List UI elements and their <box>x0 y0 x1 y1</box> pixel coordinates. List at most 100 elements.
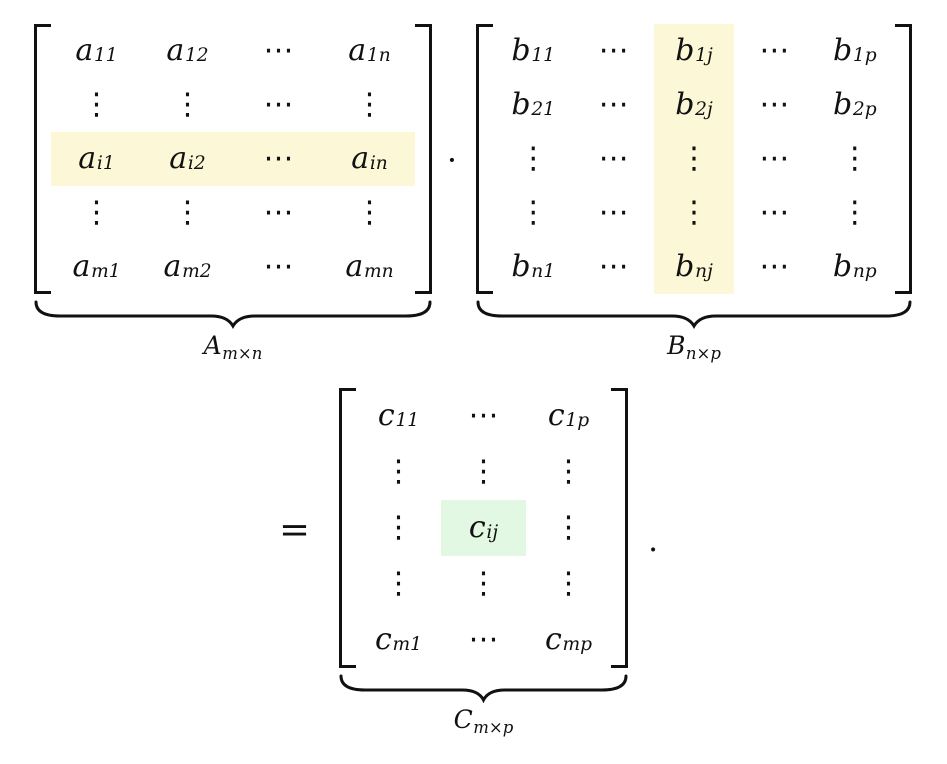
cell-subscript: n1 <box>531 260 556 282</box>
cell-matrix_a-r4-c2: ⋯ <box>233 240 324 294</box>
cell-base: ⋯ <box>759 33 790 68</box>
cell-base: ⋮ <box>383 566 414 601</box>
cell-base: b <box>675 33 695 68</box>
matrix-b-label-base: B <box>667 331 686 360</box>
cell-subscript: nj <box>695 260 713 282</box>
cell-matrix_b-r2-c2: ⋮ <box>653 132 735 186</box>
cell-matrix_a-r3-c3: ⋮ <box>324 186 415 240</box>
right-bracket <box>895 24 912 294</box>
cell-subscript: 2j <box>695 98 713 120</box>
equals-sign: = <box>279 508 311 551</box>
cell-base: ⋮ <box>839 195 870 230</box>
cell-base: ⋮ <box>468 454 499 489</box>
cell-base: a <box>351 141 370 176</box>
cell-base: ⋯ <box>759 195 790 230</box>
cell-base: ⋮ <box>678 141 709 176</box>
cell-subscript: m2 <box>182 260 212 282</box>
cell-matrix_b-r3-c4: ⋮ <box>815 186 895 240</box>
cell-matrix_c-r1-c1: ⋮ <box>441 444 526 500</box>
cell-subscript: 1j <box>695 44 713 66</box>
cell-matrix_a-r3-c1: ⋮ <box>142 186 233 240</box>
cell-base: ⋮ <box>81 87 112 122</box>
cell-matrix_b-r0-c3: ⋯ <box>734 24 814 78</box>
cell-base: b <box>675 249 695 284</box>
multiplication-dot: · <box>446 141 458 179</box>
cell-subscript: m1 <box>91 260 121 282</box>
matrix-b-label-subscript: n×p <box>685 343 721 363</box>
cell-base: ⋯ <box>263 141 294 176</box>
cell-matrix_c-r3-c2: ⋮ <box>526 556 611 612</box>
cell-matrix_b-r3-c0: ⋮ <box>493 186 573 240</box>
cell-base: ⋯ <box>263 249 294 284</box>
cell-matrix_b-r2-c4: ⋮ <box>815 132 895 186</box>
matrix-c-label-base: C <box>453 705 473 734</box>
cell-matrix_a-r1-c1: ⋮ <box>142 78 233 132</box>
cell-matrix_b-r4-c3: ⋯ <box>734 240 814 294</box>
cell-matrix_b-r4-c1: ⋯ <box>573 240 653 294</box>
cell-base: c <box>377 398 395 433</box>
cell-base: ⋮ <box>172 195 203 230</box>
cell-matrix_a-r1-c0: ⋮ <box>51 78 142 132</box>
cell-base: ⋮ <box>172 87 203 122</box>
cell-matrix_c-r2-c2: ⋮ <box>526 500 611 556</box>
cell-matrix_c-r4-c1: ⋯ <box>441 612 526 668</box>
cell-base: b <box>511 33 531 68</box>
cell-base: ⋯ <box>598 87 629 122</box>
cell-matrix_c-r1-c2: ⋮ <box>526 444 611 500</box>
cell-base: b <box>832 87 853 122</box>
cell-base: b <box>832 249 853 284</box>
cell-matrix_c-r3-c0: ⋮ <box>356 556 441 612</box>
cell-subscript: 21 <box>531 98 555 120</box>
cell-matrix_c-r0-c1: ⋯ <box>441 388 526 444</box>
cell-base: ⋮ <box>81 195 112 230</box>
cell-base: ⋮ <box>518 195 549 230</box>
cell-matrix_a-r0-c2: ⋯ <box>233 24 324 78</box>
cell-base: ⋮ <box>468 566 499 601</box>
cell-matrix_b-r3-c1: ⋯ <box>573 186 653 240</box>
cell-base: ⋯ <box>759 249 790 284</box>
cell-base: ⋯ <box>598 141 629 176</box>
cell-matrix_a-r3-c2: ⋯ <box>233 186 324 240</box>
cell-base: c <box>374 622 392 657</box>
cell-subscript: mn <box>364 260 394 282</box>
matrix-b-label: Bn×p <box>476 331 912 363</box>
cell-matrix_b-r2-c0: ⋮ <box>493 132 573 186</box>
cell-matrix_b-r1-c1: ⋯ <box>573 78 653 132</box>
cell-subscript: m1 <box>392 633 422 655</box>
underbrace-a <box>34 300 432 329</box>
cell-base: ⋯ <box>468 622 499 657</box>
cell-base: a <box>72 249 91 284</box>
cell-subscript: in <box>369 152 388 174</box>
matrix-c-label-subscript: m×p <box>473 717 514 737</box>
cell-base: ⋯ <box>468 398 499 433</box>
cell-subscript: 1n <box>366 44 391 66</box>
cell-base: ⋯ <box>598 195 629 230</box>
cell-base: ⋮ <box>383 510 414 545</box>
cell-base: a <box>166 33 185 68</box>
cell-subscript: ij <box>486 521 499 543</box>
cell-base: c <box>544 622 562 657</box>
cell-subscript: 1p <box>852 44 877 66</box>
cell-matrix_b-r1-c3: ⋯ <box>734 78 814 132</box>
cell-subscript: 12 <box>184 44 209 66</box>
cell-base: ⋮ <box>839 141 870 176</box>
cell-matrix_b-r2-c1: ⋯ <box>573 132 653 186</box>
cell-base: ⋮ <box>553 566 584 601</box>
cell-subscript: np <box>852 260 877 282</box>
